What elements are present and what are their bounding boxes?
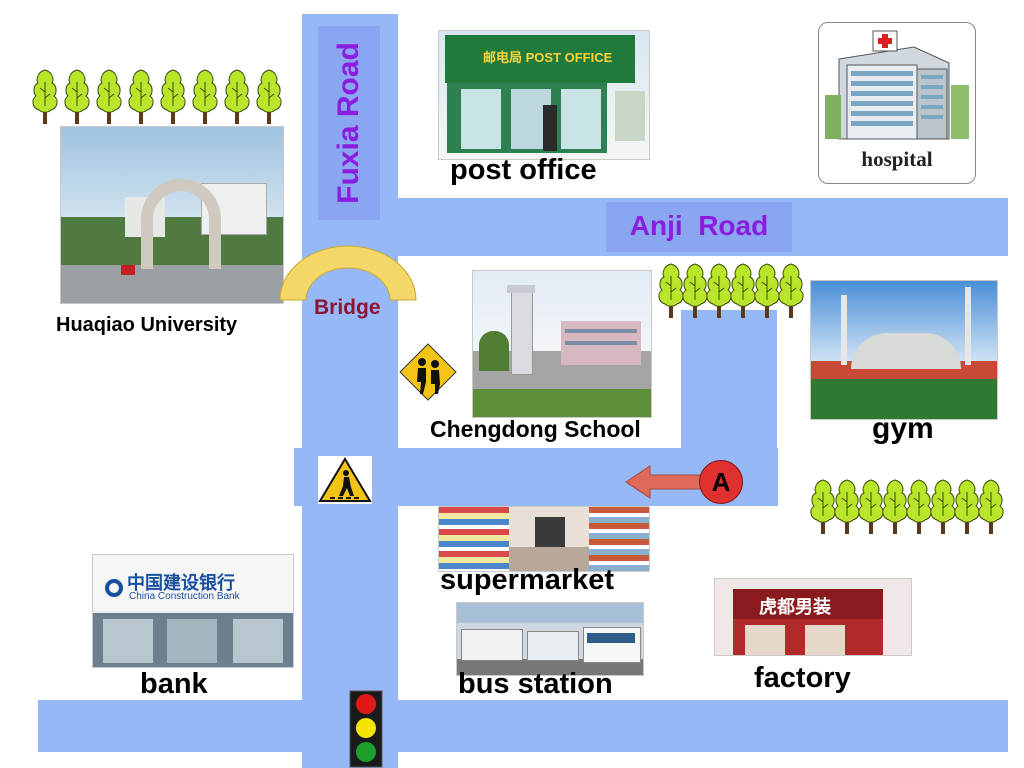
- tree-icon: [954, 479, 980, 534]
- factory-label: factory: [754, 662, 851, 694]
- tree-icon: [32, 69, 58, 124]
- supermarket-photo: [438, 506, 650, 572]
- gym-label: gym: [872, 412, 934, 445]
- tree-icon: [930, 479, 956, 534]
- tree-icon: [224, 69, 250, 124]
- supermarket-label: supermarket: [440, 564, 615, 596]
- bank-photo: 中国建设银行 China Construction Bank: [92, 554, 294, 668]
- tree-icon: [64, 69, 90, 124]
- fuxia-road-label-box: Fuxia Road: [318, 26, 380, 220]
- tree-icon: [778, 263, 804, 318]
- tree-icon: [978, 479, 1004, 534]
- tree-icon: [810, 479, 836, 534]
- chengdong-school-photo: [472, 270, 652, 418]
- anji-road-label: Anji Road: [629, 210, 769, 241]
- bank-sign-cn: 中国建设银行: [127, 573, 235, 593]
- factory-sign: 虎都男装: [759, 597, 831, 617]
- tree-row-middle-right: [656, 262, 804, 320]
- hospital-card: hospital: [818, 22, 976, 184]
- factory-photo: 虎都男装: [714, 578, 912, 656]
- huaqiao-university-label: Huaqiao University: [56, 314, 238, 336]
- tree-icon: [730, 263, 756, 318]
- tree-icon: [882, 479, 908, 534]
- bridge-label: Bridge: [314, 296, 381, 319]
- tree-icon: [858, 479, 884, 534]
- location-a-marker[interactable]: A: [699, 460, 743, 504]
- hospital-icon: [825, 30, 969, 140]
- pedestrian-crossing-icon: [318, 456, 372, 504]
- arrow-left-icon: [625, 465, 705, 499]
- children-crossing-icon: [399, 343, 457, 401]
- tree-icon: [192, 69, 218, 124]
- tree-row-lower-right: [808, 478, 1004, 536]
- tree-icon: [96, 69, 122, 124]
- tree-icon: [754, 263, 780, 318]
- post-office-sign: 邮电局 POST OFFICE: [483, 50, 613, 65]
- tree-icon: [256, 69, 282, 124]
- post-office-label: post office: [450, 154, 597, 186]
- bank-logo-icon: [105, 579, 123, 597]
- fuxia-road-label: Fuxia Road: [332, 42, 365, 204]
- traffic-light-icon: [349, 690, 383, 768]
- tree-icon: [160, 69, 186, 124]
- tree-icon: [658, 263, 684, 318]
- location-a-label: A: [711, 467, 731, 497]
- tree-icon: [682, 263, 708, 318]
- gym-photo: [810, 280, 998, 420]
- bank-label: bank: [140, 668, 208, 700]
- tree-icon: [128, 69, 154, 124]
- bottom-road: [38, 700, 1008, 752]
- tree-row-top-left: [30, 68, 286, 126]
- bus-station-label: bus station: [458, 668, 613, 700]
- bridge: [279, 245, 417, 301]
- bus-station-photo: [456, 602, 644, 676]
- tree-icon: [706, 263, 732, 318]
- bank-sign-en: China Construction Bank: [129, 591, 240, 602]
- hospital-label: hospital: [861, 147, 933, 171]
- tree-icon: [834, 479, 860, 534]
- anji-road-label-box: Anji Road: [606, 202, 792, 252]
- tree-icon: [906, 479, 932, 534]
- huaqiao-university-photo: [60, 126, 284, 304]
- post-office-photo: 邮电局 POST OFFICE: [438, 30, 650, 160]
- chengdong-school-label: Chengdong School: [430, 416, 641, 442]
